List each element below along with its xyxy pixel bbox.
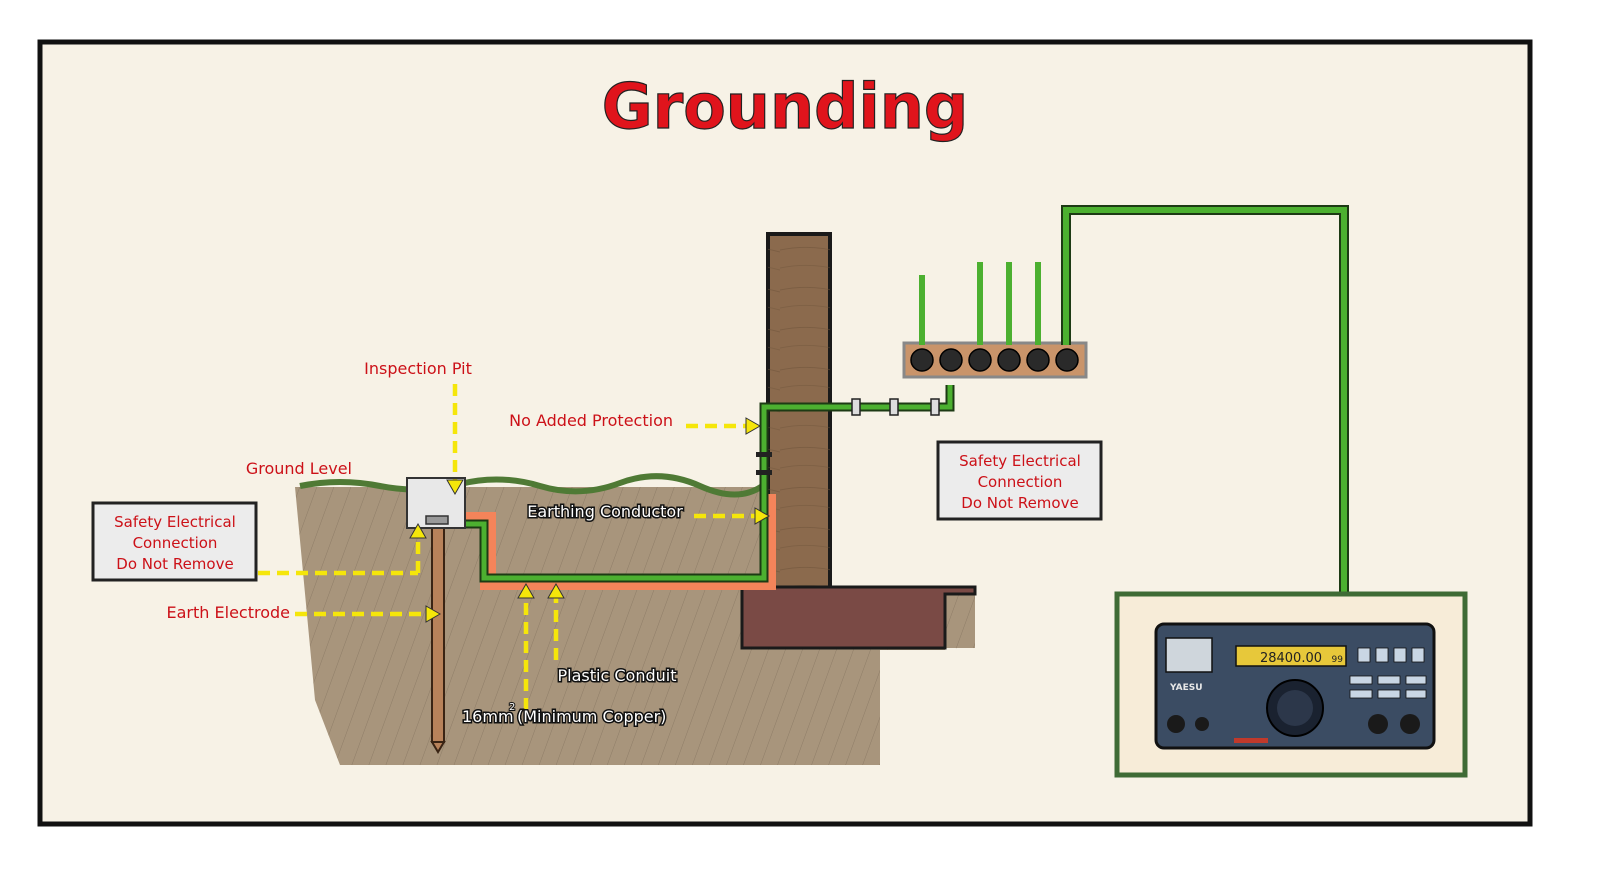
radio-jack bbox=[1195, 717, 1209, 731]
radio-buttons bbox=[1349, 647, 1427, 699]
radio-display-readout: 28400.00 bbox=[1260, 651, 1322, 666]
busbar-wires bbox=[919, 262, 1041, 345]
cable-clip bbox=[889, 398, 899, 416]
radio-meter bbox=[1165, 637, 1213, 673]
label-earthing-conductor: Earthing Conductor bbox=[527, 502, 683, 521]
radio-display bbox=[1235, 645, 1347, 667]
label-copper-size: 16mm bbox=[462, 707, 514, 726]
electrode-clamp bbox=[425, 515, 449, 525]
radio-mic-jack bbox=[1167, 715, 1185, 733]
label-ground-level: Ground Level bbox=[246, 459, 352, 478]
label-plastic-conduit: Plastic Conduit bbox=[558, 666, 677, 685]
radio-brand: YAESU bbox=[1169, 683, 1203, 693]
radio-knob bbox=[1400, 714, 1420, 734]
safety-tag-left: Safety Electrical Connection Do Not Remo… bbox=[91, 501, 258, 582]
safety-tag-left-line2: Connection bbox=[133, 534, 218, 552]
safety-tag-right-line2: Connection bbox=[978, 473, 1063, 491]
safety-tag-left-line3: Do Not Remove bbox=[116, 555, 233, 573]
radio-knob bbox=[1368, 714, 1388, 734]
label-inspection-pit: Inspection Pit bbox=[364, 359, 472, 378]
radio-ground-wire bbox=[1063, 207, 1347, 596]
safety-tag-right: Safety Electrical Connection Do Not Remo… bbox=[936, 440, 1103, 521]
electrode-tip bbox=[430, 741, 446, 754]
cable-clip bbox=[930, 398, 940, 416]
earth-electrode bbox=[431, 511, 445, 743]
grass-line bbox=[299, 473, 767, 498]
soil-hatching bbox=[295, 487, 975, 765]
label-copper-sup: 2 bbox=[509, 702, 515, 713]
cable-clip bbox=[851, 398, 861, 416]
cable-clip bbox=[756, 470, 772, 475]
radio-display-suffix: 99 bbox=[1332, 655, 1344, 665]
inspection-pit bbox=[406, 477, 466, 529]
label-earth-electrode: Earth Electrode bbox=[167, 603, 290, 622]
pointer-arrows bbox=[258, 384, 757, 710]
safety-tag-right-line1: Safety Electrical bbox=[959, 452, 1081, 470]
label-copper-note: (Minimum Copper) bbox=[517, 707, 666, 726]
diagram-title: Grounding bbox=[602, 70, 969, 143]
cable-clip bbox=[756, 452, 772, 457]
earthing-conductor bbox=[438, 385, 953, 581]
footing bbox=[740, 585, 977, 650]
radio-tuning-knob-inner bbox=[1277, 690, 1313, 726]
radio-badge bbox=[1234, 738, 1268, 743]
safety-tag-right-line3: Do Not Remove bbox=[961, 494, 1078, 512]
safety-tag-left-line1: Safety Electrical bbox=[114, 513, 236, 531]
busbar-terminals bbox=[910, 348, 1079, 372]
arrow-heads bbox=[409, 417, 771, 623]
label-no-added-protection: No Added Protection bbox=[509, 411, 673, 430]
